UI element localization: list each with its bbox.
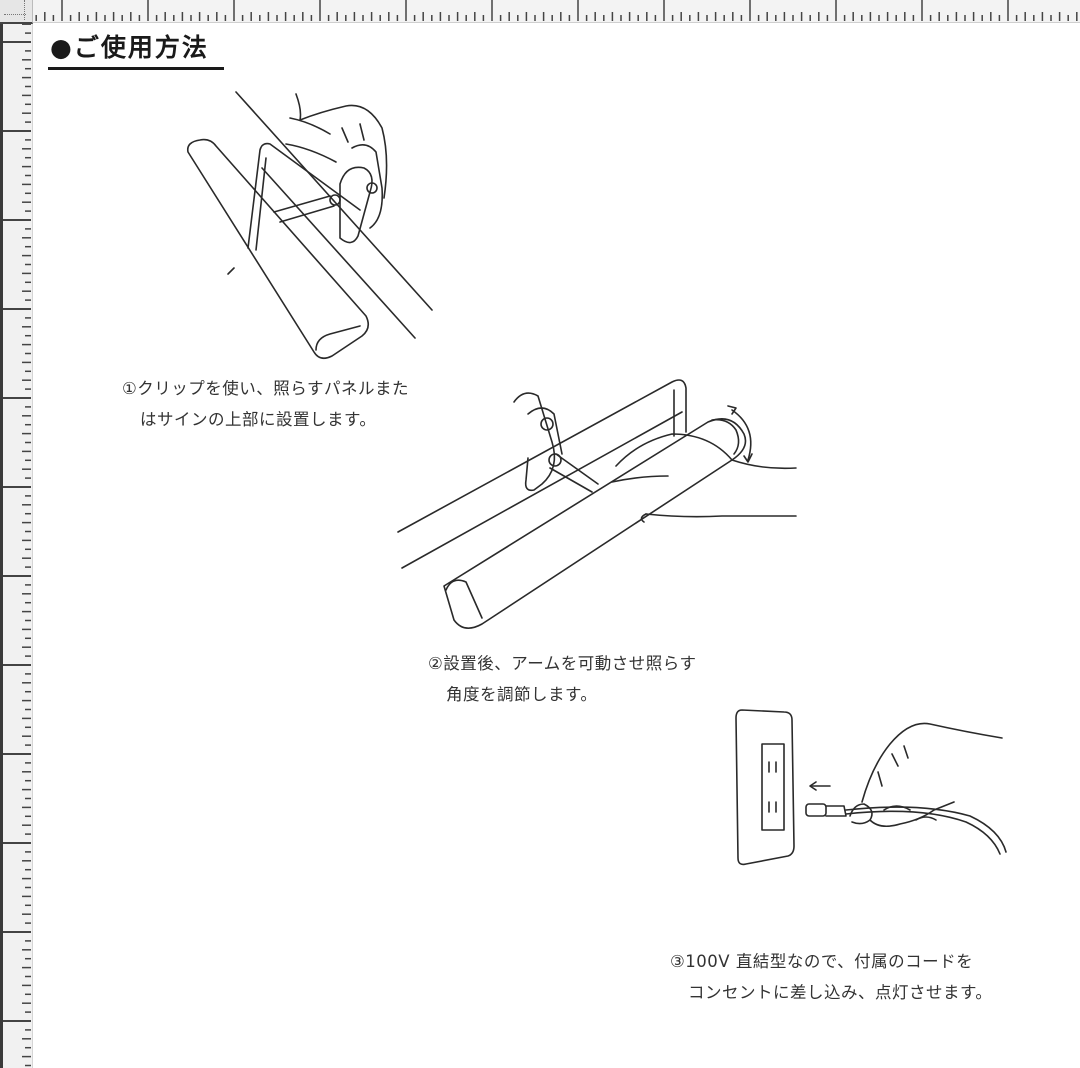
plug-in-outlet-illustration — [730, 706, 1020, 872]
ruler-origin-corner[interactable] — [0, 0, 33, 24]
section-title-text: ご使用方法 — [73, 33, 209, 62]
step-2-line-2: 角度を調節します。 — [446, 685, 598, 704]
section-title: ●ご使用方法 — [50, 33, 209, 63]
guide-line-horizontal — [4, 14, 26, 15]
step-3-instruction: ③100V 直結型なので、付属のコードを コンセントに差し込み、点灯させます。 — [670, 946, 992, 1008]
guide-line-vertical — [24, 0, 25, 20]
step-2-line-1: ②設置後、アームを可動させ照らす — [428, 654, 697, 673]
horizontal-ruler-ticks — [35, 0, 1078, 21]
step-1-line-2: はサインの上部に設置します。 — [140, 410, 377, 429]
step-3-line-2: コンセントに差し込み、点灯させます。 — [688, 983, 993, 1002]
clip-mounting-illustration — [170, 88, 450, 368]
step-1-instruction: ①クリップを使い、照らすパネルまた はサインの上部に設置します。 — [122, 373, 409, 435]
horizontal-ruler — [0, 0, 1080, 23]
step-1-line-1: ①クリップを使い、照らすパネルまた — [122, 379, 409, 398]
vertical-ruler-ticks — [3, 23, 31, 1067]
angle-adjust-illustration — [392, 372, 802, 640]
vertical-ruler — [0, 0, 33, 1068]
bullet-icon: ● — [50, 33, 74, 62]
title-underline — [48, 67, 224, 70]
step-3-line-1: ③100V 直結型なので、付属のコードを — [670, 952, 974, 971]
step-2-instruction: ②設置後、アームを可動させ照らす 角度を調節します。 — [428, 648, 696, 710]
